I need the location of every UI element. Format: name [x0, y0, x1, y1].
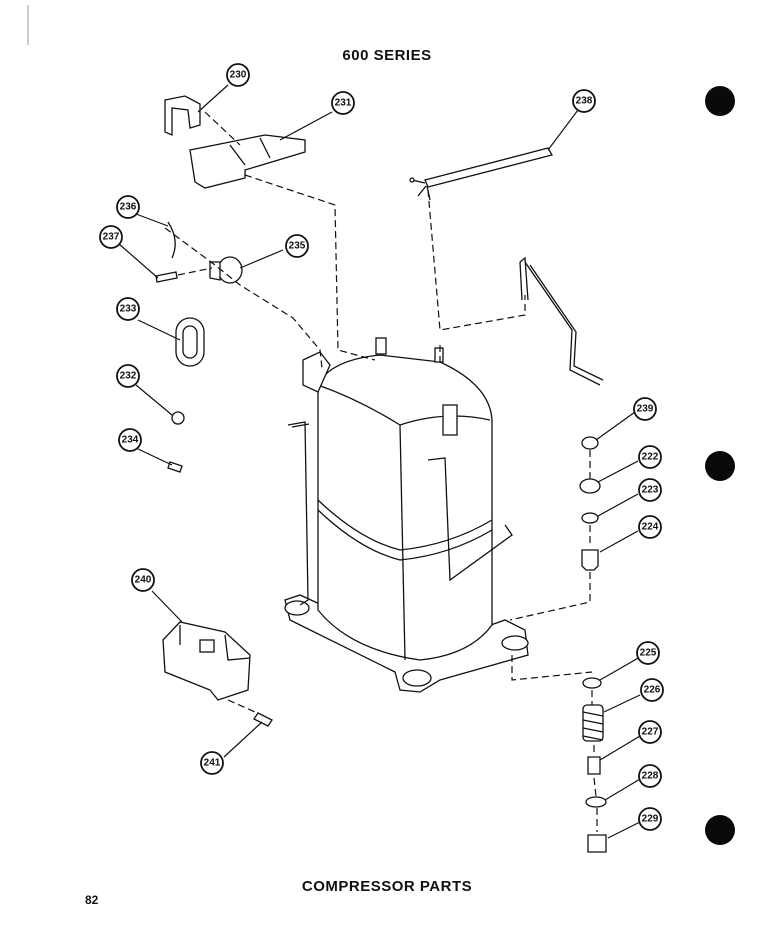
discharge-tube: [524, 261, 601, 386]
callout-222: 222: [638, 445, 662, 469]
callout-230: 230: [226, 63, 250, 87]
svg-text:240: 240: [135, 575, 152, 586]
callout-240: 240: [131, 568, 155, 592]
part-222-nut: [579, 478, 601, 494]
callout-229: 229: [638, 807, 662, 831]
part-238-tube-end: [519, 256, 529, 301]
part-236-wire: [167, 221, 176, 259]
callout-225: 225: [636, 641, 660, 665]
callout-234: 234: [118, 428, 142, 452]
assembly-lines: [164, 111, 598, 832]
part-233-gasket: [175, 317, 205, 367]
part-237-screw: [155, 271, 178, 283]
part-241-screw: [253, 712, 273, 727]
svg-text:230: 230: [230, 70, 247, 81]
svg-text:228: 228: [642, 771, 659, 782]
callout-239: 239: [633, 397, 657, 421]
callout-237: 237: [99, 225, 123, 249]
svg-text:239: 239: [637, 404, 654, 415]
svg-text:236: 236: [120, 202, 137, 213]
svg-text:229: 229: [642, 814, 659, 825]
binder-hole-top: [705, 86, 735, 116]
binder-hole-bottom: [705, 815, 735, 845]
callout-241: 241: [200, 751, 224, 775]
part-223-washer: [581, 512, 599, 524]
svg-text:233: 233: [120, 304, 137, 315]
callout-235: 235: [285, 234, 309, 258]
callout-232: 232: [116, 364, 140, 388]
part-225-washer: [582, 677, 602, 689]
svg-text:231: 231: [335, 98, 352, 109]
series-title: 600 SERIES: [342, 47, 432, 64]
binder-hole-middle: [705, 451, 735, 481]
svg-text:241: 241: [204, 758, 221, 769]
svg-text:222: 222: [642, 452, 659, 463]
callout-227: 227: [638, 720, 662, 744]
page-number: 82: [85, 893, 99, 907]
part-240-relay: [162, 621, 251, 701]
part-235-overload: [209, 256, 243, 284]
part-228-washer: [585, 796, 607, 808]
part-227-stud: [587, 756, 601, 775]
part-232-nut: [171, 411, 185, 425]
part-230-clip: [164, 95, 201, 136]
part-226-spring: [582, 704, 604, 742]
part-229-grommet: [587, 834, 607, 853]
svg-text:223: 223: [642, 485, 659, 496]
compressor-body: [284, 337, 529, 693]
callout-228: 228: [638, 764, 662, 788]
callout-231: 231: [331, 91, 355, 115]
leader-lines: [118, 84, 641, 839]
svg-text:238: 238: [576, 96, 593, 107]
svg-text:227: 227: [642, 727, 659, 738]
svg-text:237: 237: [103, 232, 120, 243]
part-238-crankcase-heater: [409, 147, 553, 201]
svg-text:225: 225: [640, 648, 657, 659]
callout-226: 226: [640, 678, 664, 702]
svg-text:232: 232: [120, 371, 137, 382]
part-231-terminal-cover: [189, 134, 306, 189]
svg-text:234: 234: [122, 435, 139, 446]
svg-text:224: 224: [642, 522, 659, 533]
section-title: COMPRESSOR PARTS: [301, 878, 473, 895]
callout-238: 238: [572, 89, 596, 113]
svg-text:235: 235: [289, 241, 306, 252]
callout-223: 223: [638, 478, 662, 502]
callout-224: 224: [638, 515, 662, 539]
part-239-nut: [581, 436, 599, 450]
callout-236: 236: [116, 195, 140, 219]
part-224-sleeve: [581, 549, 599, 571]
callout-233: 233: [116, 297, 140, 321]
svg-text:226: 226: [644, 685, 661, 696]
